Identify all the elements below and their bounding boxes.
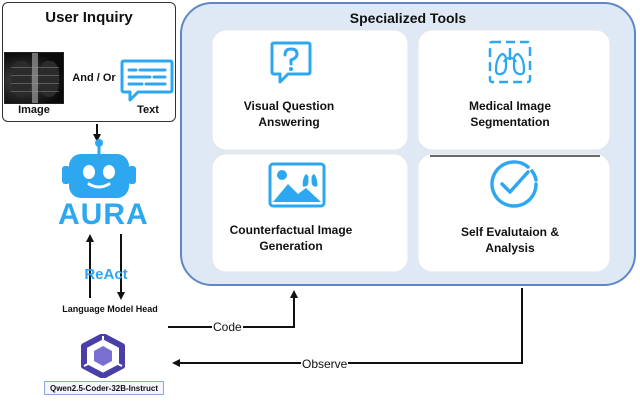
image-label: Image <box>18 104 50 116</box>
robot-icon <box>62 139 136 198</box>
image-lungs-icon <box>268 162 326 208</box>
observe-flow-label: Observe <box>301 357 349 371</box>
inquiry-title-text: User Inquiry <box>45 9 133 26</box>
qwen-logo-icon <box>81 334 125 378</box>
tools-title: Specialized Tools <box>349 10 467 26</box>
check-gauge-icon <box>490 160 538 208</box>
tool-vqa-line2: Answering <box>258 115 320 129</box>
tool-cf-line1: Counterfactual Image <box>229 223 353 237</box>
react-label: ReAct <box>84 266 128 283</box>
arrow-observe <box>172 288 523 367</box>
lungs-icon <box>488 40 532 84</box>
tool-self-eval-label: Self Evalutaion & Analysis <box>440 224 580 256</box>
tool-eval-line1: Self Evalutaion & <box>460 225 560 239</box>
code-flow-label: Code <box>212 320 243 334</box>
tool-seg-line2: Segmentation <box>470 115 550 129</box>
language-model-head-label: Language Model Head <box>62 304 158 314</box>
text-label: Text <box>137 104 159 116</box>
tool-eval-line2: Analysis <box>485 241 535 255</box>
tool-seg-line1: Medical Image <box>468 99 552 113</box>
tool-counterfactual-label: Counterfactual Image Generation <box>218 222 364 254</box>
tool-segmentation-label: Medical Image Segmentation <box>440 98 580 130</box>
arrow-code <box>168 290 298 328</box>
text-bubble-icon <box>120 59 174 102</box>
tool-cards <box>211 29 611 273</box>
tool-vqa-label: Visual Question Answering <box>222 98 356 130</box>
model-name-label: Qwen2.5-Coder-32B-Instruct <box>44 381 164 395</box>
tool-cf-line2: Generation <box>259 239 323 253</box>
question-bubble-icon <box>270 41 312 84</box>
chest-xray-image <box>4 52 64 104</box>
and-or-label: And / Or <box>72 72 116 84</box>
tool-vqa-line1: Visual Question <box>243 99 335 113</box>
aura-wordmark: AURA <box>58 198 149 231</box>
inquiry-title: User Inquiry <box>2 8 176 27</box>
